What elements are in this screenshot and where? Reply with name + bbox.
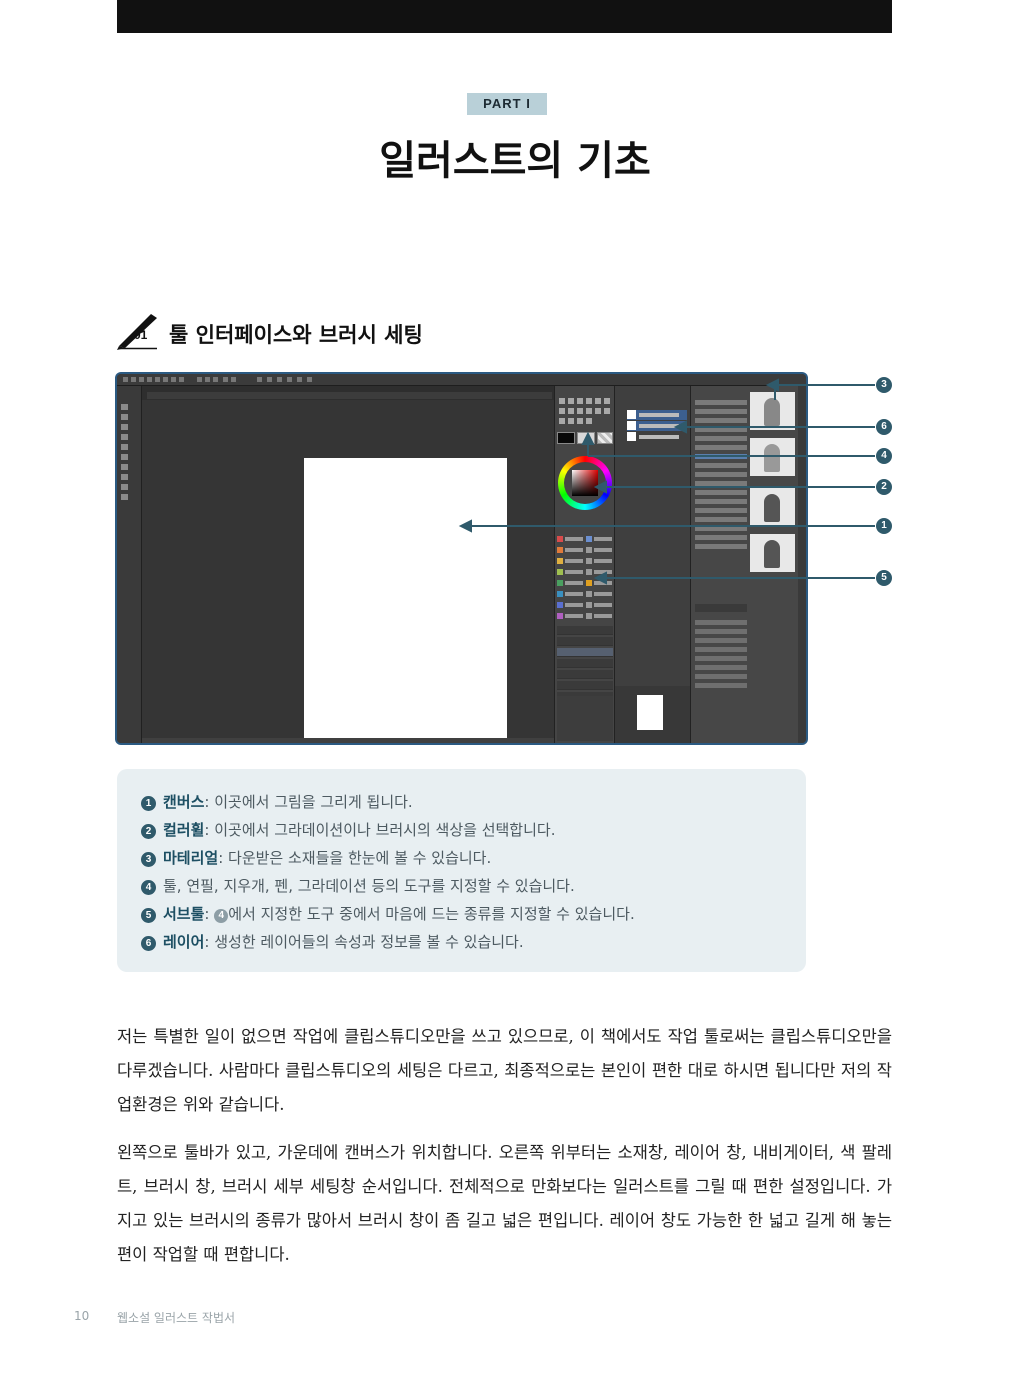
section-number: 01 [134, 328, 148, 342]
book-title: 웹소설 일러스트 작법서 [117, 1311, 236, 1325]
section-title: 툴 인터페이스와 브러시 세팅 [169, 323, 423, 347]
body-paragraph: 왼쪽으로 툴바가 있고, 가운데에 캔버스가 위치합니다. 오른쪽 위부터는 소… [117, 1143, 892, 1264]
navigator-thumbnail [637, 695, 663, 730]
page-number: 10 [74, 1309, 90, 1323]
legend-item: 4 툴, 연필, 지우개, 펜, 그라데이션 등의 도구를 지정할 수 있습니다. [141, 875, 575, 899]
material-tags [695, 620, 747, 692]
canvas [304, 458, 507, 740]
legend-text: : [204, 905, 215, 923]
legend-text: : 다운받은 소재들을 한눈에 볼 수 있습니다. [218, 849, 492, 867]
legend-item: 1 캔버스: 이곳에서 그림을 그리게 됩니다. [141, 791, 413, 815]
legend-term: 마테리얼 [163, 849, 219, 867]
transparent-swatch [597, 432, 613, 444]
brush-detail-panel [557, 696, 613, 741]
material-thumbnail [750, 392, 795, 430]
navigator-panel [614, 686, 690, 743]
callout-4: 4 [876, 448, 892, 464]
legend-text: : 이곳에서 그림을 그리게 됩니다. [204, 793, 413, 811]
callout-5: 5 [876, 570, 892, 586]
legend-number: 2 [141, 824, 156, 839]
tool-panel [554, 386, 614, 743]
part-badge: PART I [467, 93, 547, 115]
legend-text: : 이곳에서 그라데이션이나 브러시의 색상을 선택합니다. [204, 821, 556, 839]
layer-row [627, 410, 687, 420]
layer-row [627, 432, 687, 442]
legend-term: 서브툴 [163, 905, 205, 923]
material-panel [690, 386, 806, 743]
legend-number: 4 [141, 880, 156, 895]
legend-text: 툴, 연필, 지우개, 펜, 그라데이션 등의 도구를 지정할 수 있습니다. [163, 877, 575, 895]
status-bar [142, 738, 554, 743]
legend-number: 1 [141, 796, 156, 811]
legend-term: 캔버스 [163, 793, 205, 811]
material-tree [695, 400, 747, 553]
tool-grid [559, 398, 611, 438]
legend-item: 6 레이어: 생성한 레이어들의 속성과 정보를 볼 수 있습니다. [141, 931, 524, 955]
legend-term: 레이어 [163, 933, 205, 951]
material-thumbnail [750, 534, 795, 572]
legend-text: : 생성한 레이어들의 속성과 정보를 볼 수 있습니다. [204, 933, 524, 951]
legend-reference-number: 4 [214, 909, 229, 923]
material-thumbnail [750, 488, 795, 526]
app-menubar [117, 374, 806, 386]
callout-3: 3 [876, 377, 892, 393]
material-thumbnail [750, 438, 795, 476]
material-scrollbar [798, 386, 806, 743]
sub-tool-list [557, 626, 613, 703]
toolbar [117, 386, 142, 743]
part-title: 일러스트의 기초 [379, 137, 651, 184]
legend-box: 1 캔버스: 이곳에서 그림을 그리게 됩니다. 2 컬러휠: 이곳에서 그라데이션… [117, 769, 806, 972]
brush-list [557, 534, 613, 622]
workspace [142, 400, 554, 740]
legend-text: 에서 지정한 도구 중에서 마음에 드는 종류를 지정할 수 있습니다. [228, 905, 635, 923]
pen-icon [117, 314, 157, 350]
legend-term: 컬러휠 [163, 821, 205, 839]
ruler [147, 392, 552, 399]
legend-number: 3 [141, 852, 156, 867]
callout-1: 1 [876, 518, 892, 534]
legend-number: 5 [141, 908, 156, 923]
main-color-swatch [557, 432, 575, 444]
body-paragraph: 저는 특별한 일이 없으면 작업에 클립스튜디오만을 쓰고 있으므로, 이 책에… [117, 1027, 892, 1114]
material-search [695, 604, 747, 612]
legend-number: 6 [141, 936, 156, 951]
color-wheel [558, 456, 612, 510]
legend-item: 3 마테리얼: 다운받은 소재들을 한눈에 볼 수 있습니다. [141, 847, 491, 871]
sub-color-swatch [577, 432, 595, 444]
clip-studio-screenshot [117, 374, 806, 743]
callout-6: 6 [876, 419, 892, 435]
layer-panel [614, 386, 690, 686]
layer-row [627, 421, 687, 431]
top-bar [117, 0, 892, 33]
callout-2: 2 [876, 479, 892, 495]
legend-item: 2 컬러휠: 이곳에서 그라데이션이나 브러시의 색상을 선택합니다. [141, 819, 555, 843]
